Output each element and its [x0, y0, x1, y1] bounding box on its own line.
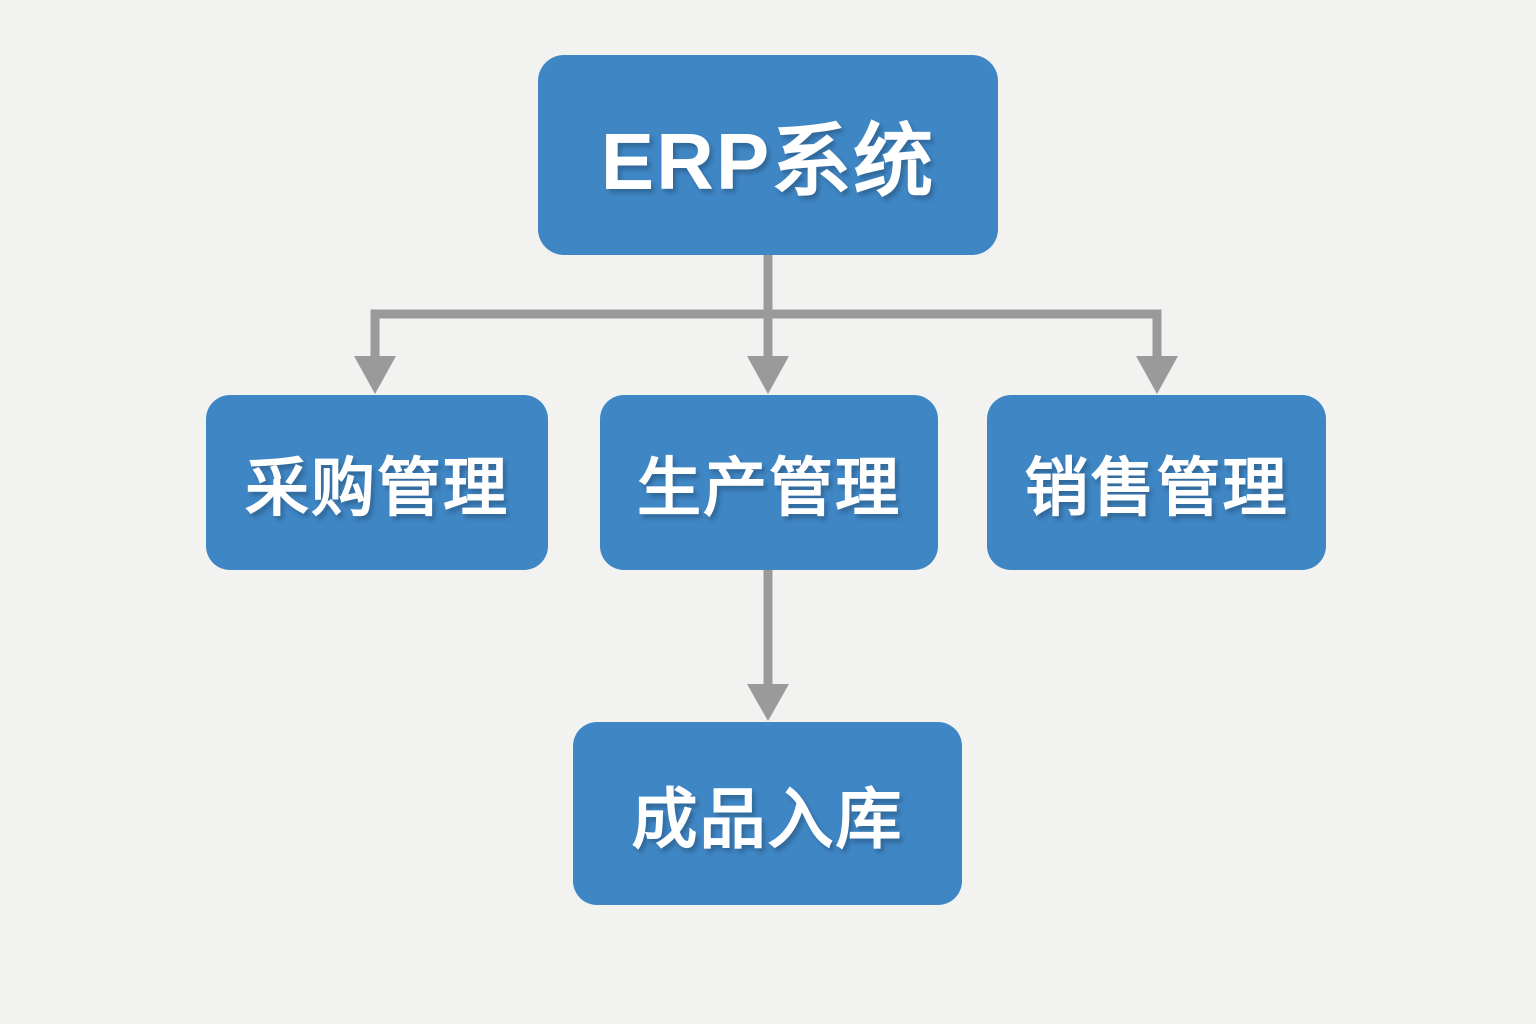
node-sales: 销售管理 [987, 395, 1326, 570]
connector-branch-bar [370, 309, 1162, 362]
node-production: 生产管理 [600, 395, 938, 570]
arrowhead-to-production [747, 356, 789, 394]
node-purchasing: 采购管理 [206, 395, 548, 570]
node-erp-system: ERP系统 [538, 55, 998, 255]
node-erp-system-label: ERP系统 [600, 117, 936, 206]
node-finished-goods-warehousing-label: 成品入库 [631, 781, 904, 856]
node-finished-goods-warehousing: 成品入库 [573, 722, 962, 905]
arrowhead-to-finished-goods [747, 684, 789, 721]
arrowhead-to-purchasing [354, 356, 396, 394]
node-production-label: 生产管理 [637, 451, 901, 524]
node-sales-label: 销售管理 [1024, 451, 1289, 524]
node-purchasing-label: 采购管理 [245, 451, 509, 524]
arrowhead-to-sales [1136, 356, 1178, 394]
